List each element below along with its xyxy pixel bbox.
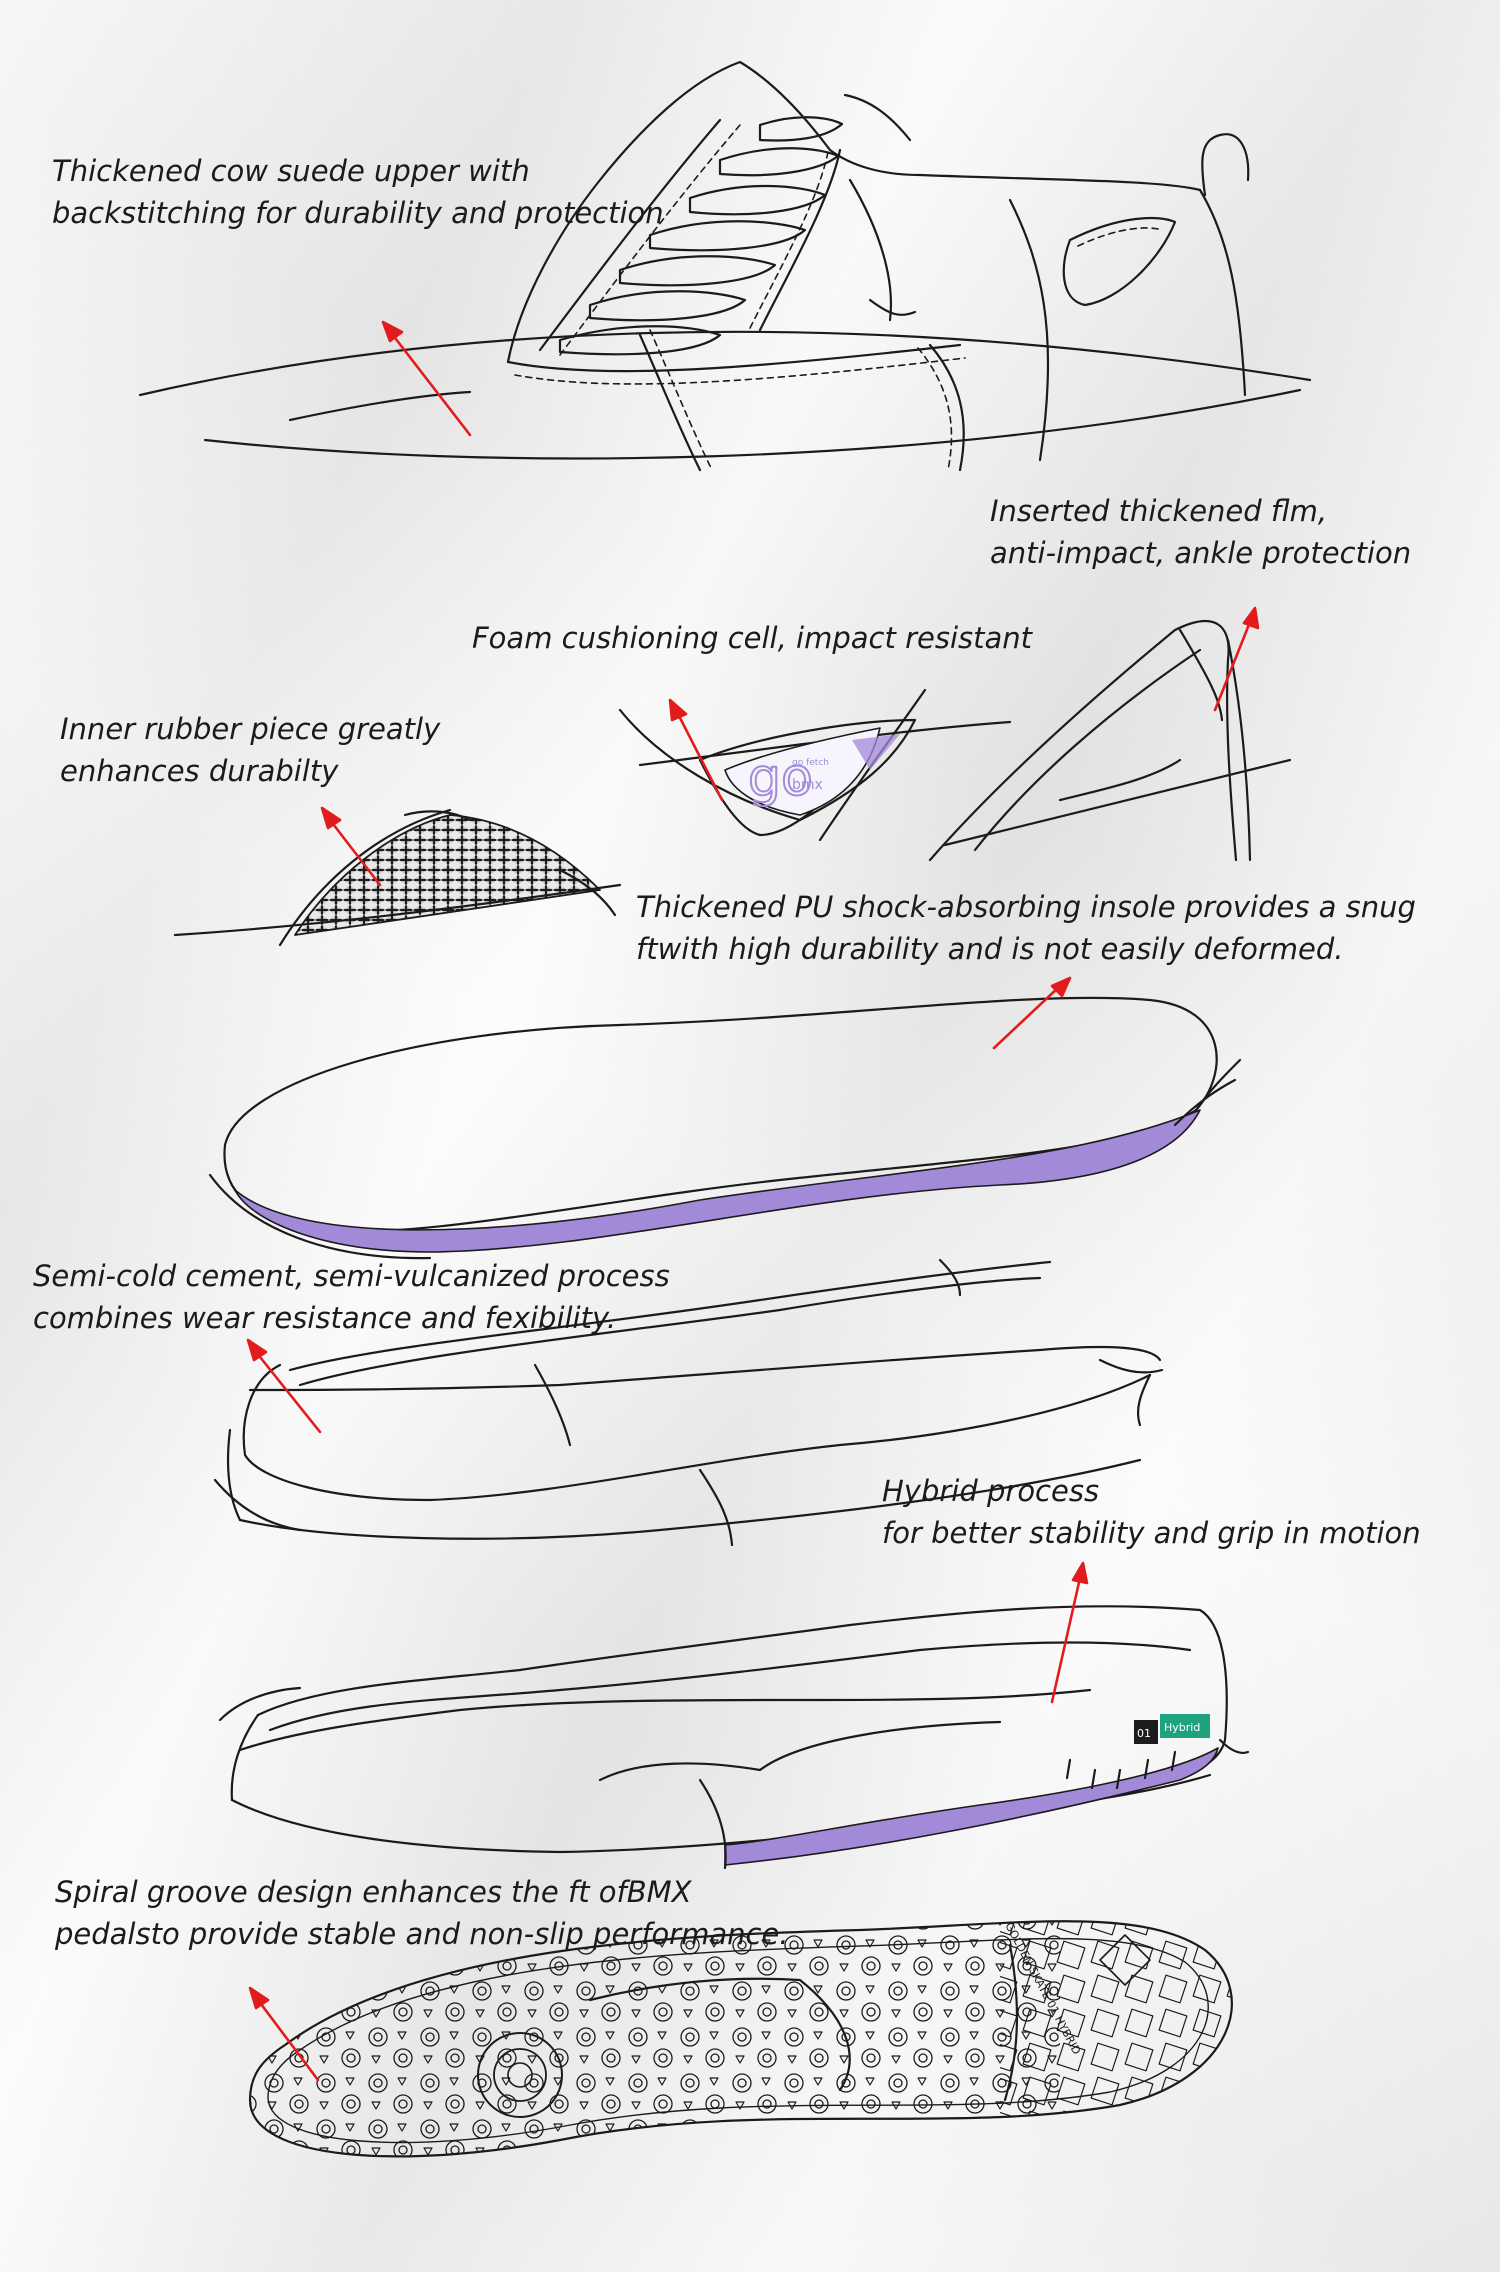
callout-outsole: Spiral groove design enhances the ft ofB…	[55, 1871, 789, 1955]
callout-outsole-line-2: pedalsto provide stable and non-slip per…	[55, 1917, 789, 1951]
hybrid-sole-sketch	[218, 1605, 1250, 1870]
callout-upper-line-1: Thickened cow suede upper with	[52, 154, 530, 188]
arrow-upper	[381, 320, 472, 437]
ankle-film-sketch	[928, 620, 1292, 862]
arrow-cement	[246, 1338, 322, 1434]
sole-badge-name: Hybrid	[1164, 1721, 1200, 1734]
arrow-hybrid	[1050, 1561, 1089, 1704]
callout-insole: Thickened PU shock-absorbing insole prov…	[636, 886, 1416, 970]
callout-insole-line-1: Thickened PU shock-absorbing insole prov…	[636, 890, 1416, 924]
callout-upper: Thickened cow suede upper with backstitc…	[52, 150, 664, 234]
foam-logo-small-text: go fetch	[792, 758, 829, 768]
callout-cement-line-2: combines wear resistance and fexibility.	[33, 1301, 617, 1335]
sole-badge: 01 Hybrid	[1134, 1714, 1210, 1744]
sole-badge-number: 01	[1137, 1727, 1151, 1740]
arrow-rubber	[320, 806, 382, 887]
arrow-film	[1213, 606, 1260, 712]
sole-badge-number-box	[1134, 1720, 1158, 1744]
rubber-piece-sketch	[173, 808, 622, 947]
insole-sketch	[208, 996, 1242, 1260]
callout-arrows	[246, 320, 1260, 2082]
callout-rubber: Inner rubber piece greatly enhances dura…	[60, 708, 440, 792]
arrow-outsole	[248, 1986, 320, 2082]
callout-upper-line-2: backstitching for durability and protect…	[52, 196, 664, 230]
callout-hybrid-line-1: Hybrid process	[882, 1474, 1100, 1508]
callout-cement: Semi-cold cement, semi-vulcanized proces…	[33, 1255, 670, 1339]
callout-cement-line-1: Semi-cold cement, semi-vulcanized proces…	[33, 1259, 670, 1293]
callout-hybrid-line-2: for better stability and grip in motion	[882, 1516, 1421, 1550]
midsole-sketch	[213, 1258, 1164, 1547]
callout-hybrid: Hybrid process for better stability and …	[882, 1470, 1421, 1554]
foam-logo-flag-icon	[852, 734, 900, 770]
foam-logo-bmx: bmx	[792, 777, 823, 793]
callout-outsole-line-1: Spiral groove design enhances the ft ofB…	[55, 1875, 692, 1909]
foam-logo: go go fetch bmx	[747, 734, 900, 809]
callout-film: Inserted thickened flm, anti-impact, ank…	[990, 490, 1411, 574]
foam-logo-mark: go	[748, 748, 813, 808]
callout-film-line-1: Inserted thickened flm,	[990, 494, 1328, 528]
callout-foam-line-1: Foam cushioning cell, impact resistant	[472, 621, 1033, 655]
arrow-foam	[668, 698, 724, 802]
sole-badge-name-box	[1160, 1714, 1210, 1738]
high-top-shoe-sketch	[138, 60, 1312, 472]
arrow-insole	[992, 976, 1072, 1050]
callout-rubber-line-2: enhances durabilty	[60, 754, 339, 788]
callout-rubber-line-1: Inner rubber piece greatly	[60, 712, 441, 746]
callout-film-line-2: anti-impact, ankle protection	[990, 536, 1412, 570]
callout-foam: Foam cushioning cell, impact resistant	[472, 617, 1032, 659]
callout-insole-line-2: ftwith high durability and is not easily…	[636, 932, 1344, 966]
